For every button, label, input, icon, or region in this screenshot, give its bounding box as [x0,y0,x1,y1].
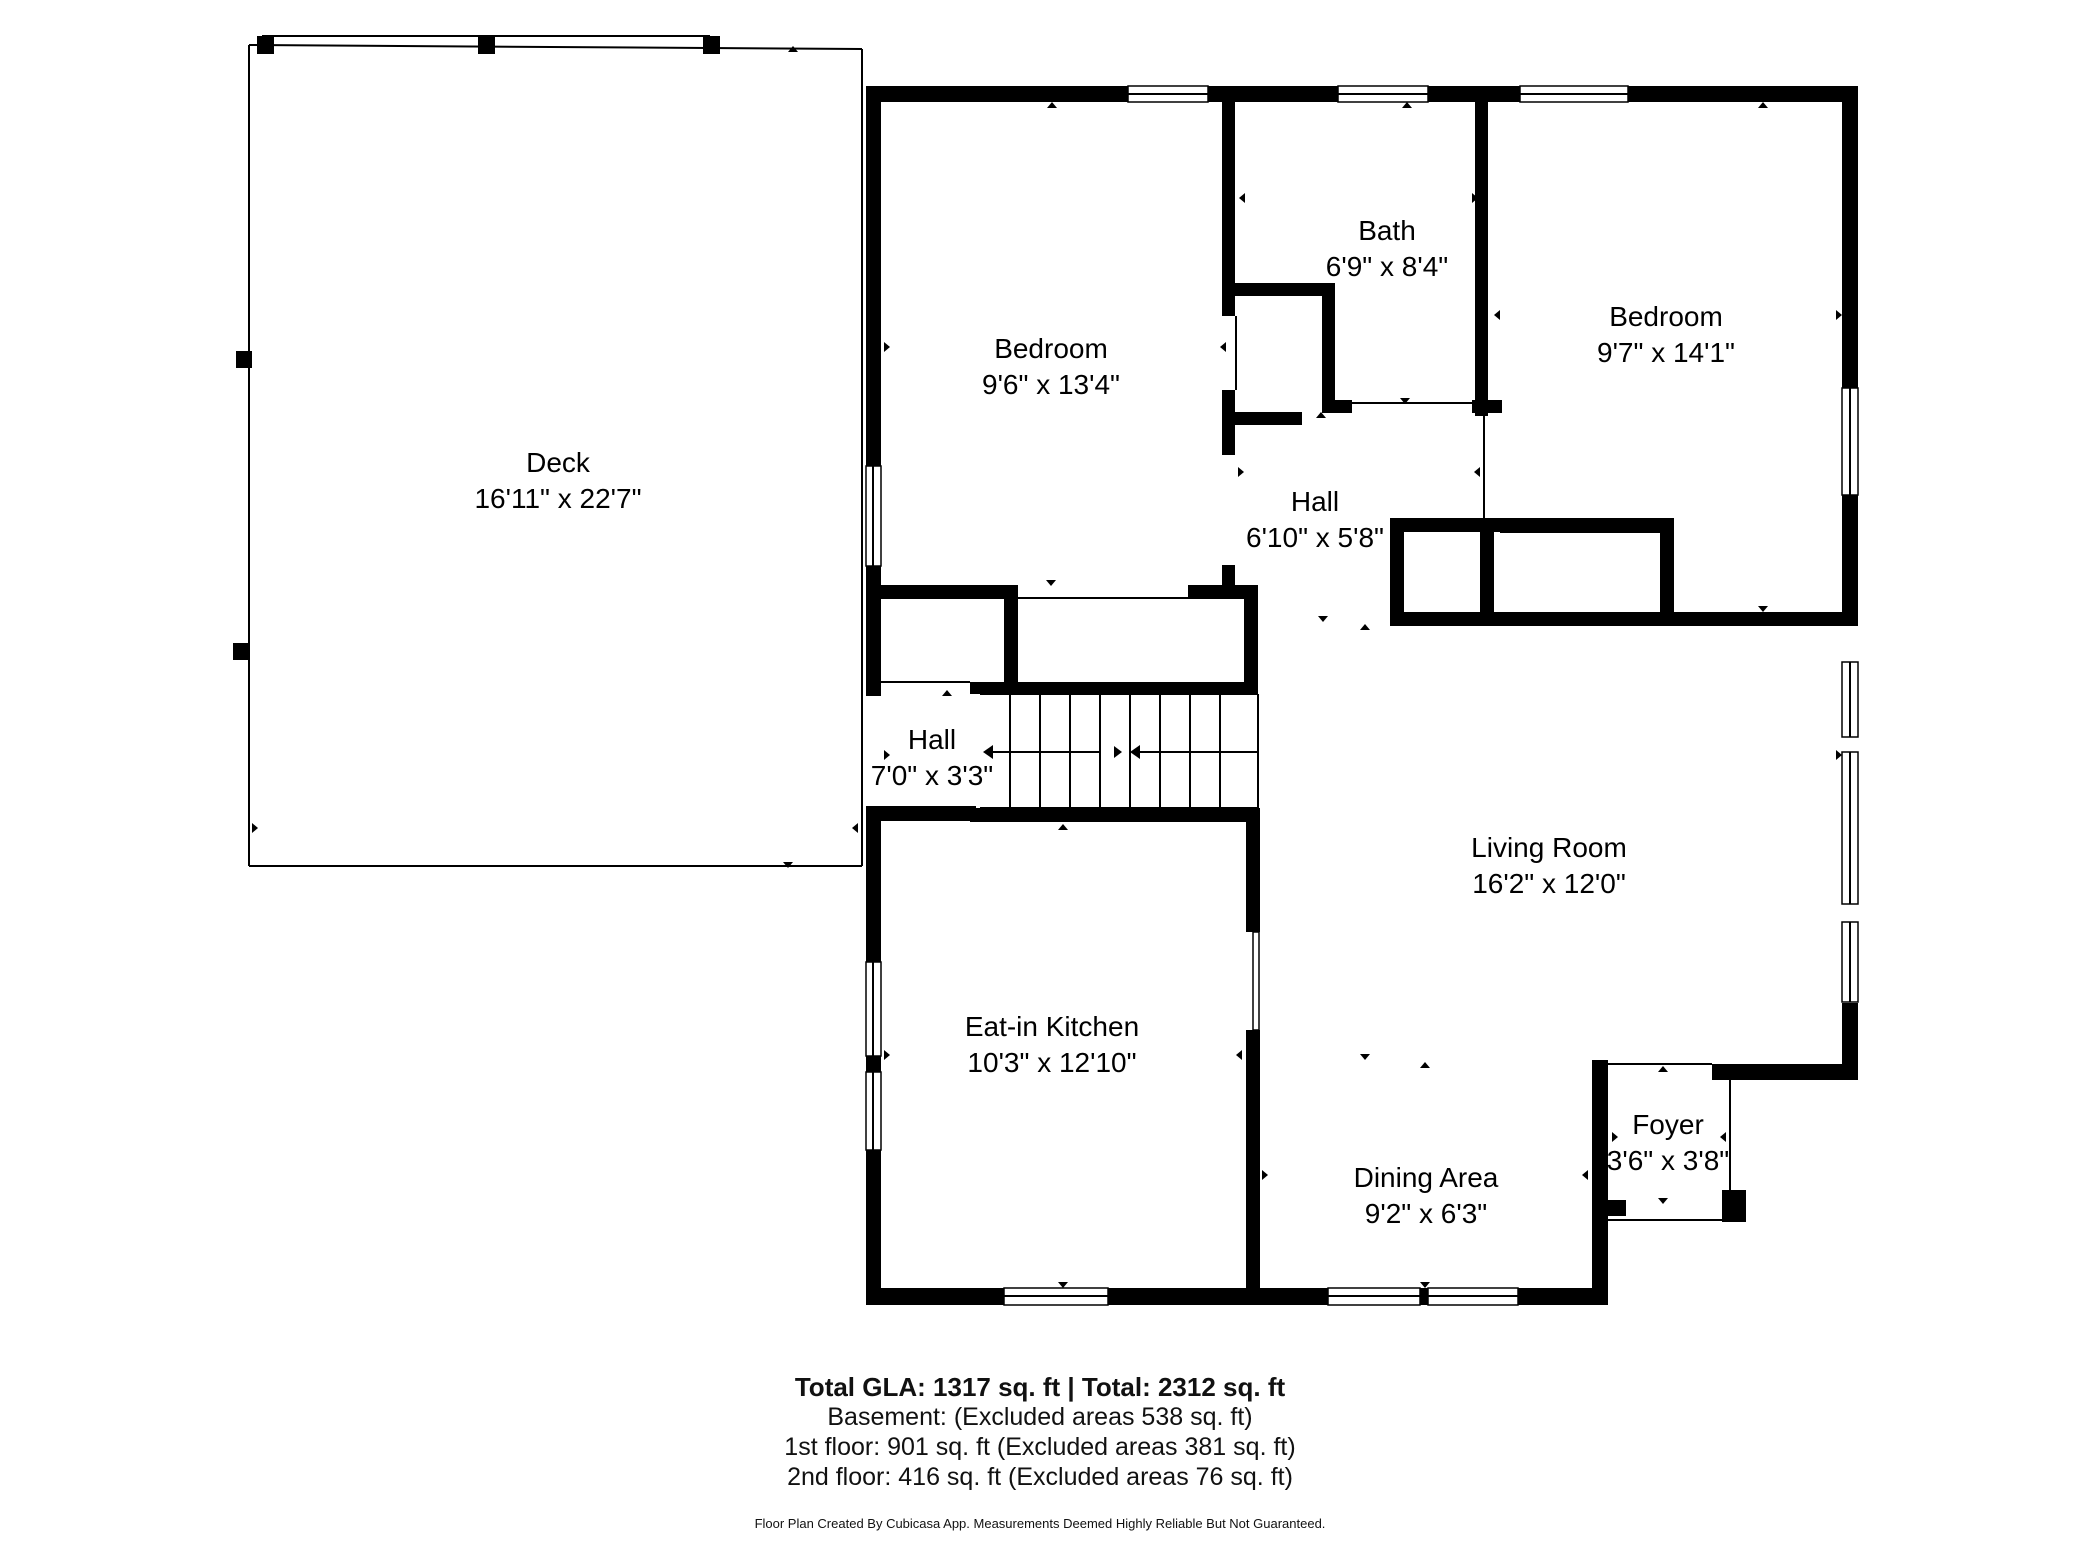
second-floor-area: 2nd floor: 416 sq. ft (Excluded areas 76… [787,1463,1293,1491]
openings [878,316,1731,1221]
stairs [980,693,1259,809]
room-bedroom-1: Bedroom 9'6" x 13'4" [982,333,1120,400]
room-dimensions: 6'10" x 5'8" [1246,522,1384,553]
room-dimensions: 16'11" x 22'7" [474,483,641,514]
room-deck: Deck 16'11" x 22'7" [474,447,641,514]
room-dimensions: 10'3" x 12'10" [967,1047,1136,1078]
room-hall-lower: Hall 7'0" x 3'3" [871,724,993,791]
room-eat-in-kitchen: Eat-in Kitchen 10'3" x 12'10" [965,1011,1139,1078]
disclaimer: Floor Plan Created By Cubicasa App. Meas… [754,1516,1326,1531]
deck-outline [233,35,863,867]
room-foyer: Foyer 3'6" x 3'8" [1607,1109,1729,1176]
exterior-walls [866,86,1858,1305]
room-dimensions: 16'2" x 12'0" [1472,868,1626,899]
room-name: Dining Area [1354,1162,1499,1193]
interior-walls [866,86,1858,1305]
room-name: Hall [908,724,956,755]
room-name: Bedroom [994,333,1108,364]
room-dimensions: 6'9" x 8'4" [1326,251,1448,282]
room-dimensions: 3'6" x 3'8" [1607,1145,1729,1176]
basement-area: Basement: (Excluded areas 538 sq. ft) [827,1403,1253,1431]
room-name: Deck [526,447,591,478]
room-dimensions: 7'0" x 3'3" [871,760,993,791]
room-dimensions: 9'6" x 13'4" [982,369,1120,400]
room-name: Eat-in Kitchen [965,1011,1139,1042]
room-dining-area: Dining Area 9'2" x 6'3" [1354,1162,1499,1229]
room-name: Living Room [1471,832,1627,863]
area-summary: Total GLA: 1317 sq. ft | Total: 2312 sq.… [0,1372,2080,1492]
measurement-markers [252,46,1842,1288]
room-name: Hall [1291,486,1339,517]
room-bedroom-2: Bedroom 9'7" x 14'1" [1597,301,1735,368]
room-name: Bath [1358,215,1416,246]
room-bath: Bath 6'9" x 8'4" [1326,215,1448,282]
room-dimensions: 9'7" x 14'1" [1597,337,1735,368]
windows [865,85,1859,1306]
room-dimensions: 9'2" x 6'3" [1365,1198,1487,1229]
room-name: Bedroom [1609,301,1723,332]
room-living-room: Living Room 16'2" x 12'0" [1471,832,1627,899]
room-labels: Deck 16'11" x 22'7" Bedroom 9'6" x 13'4"… [474,215,1735,1229]
first-floor-area: 1st floor: 901 sq. ft (Excluded areas 38… [784,1433,1296,1461]
total-area: Total GLA: 1317 sq. ft | Total: 2312 sq.… [794,1372,1286,1402]
room-name: Foyer [1632,1109,1704,1140]
room-hall-upper: Hall 6'10" x 5'8" [1246,486,1384,553]
